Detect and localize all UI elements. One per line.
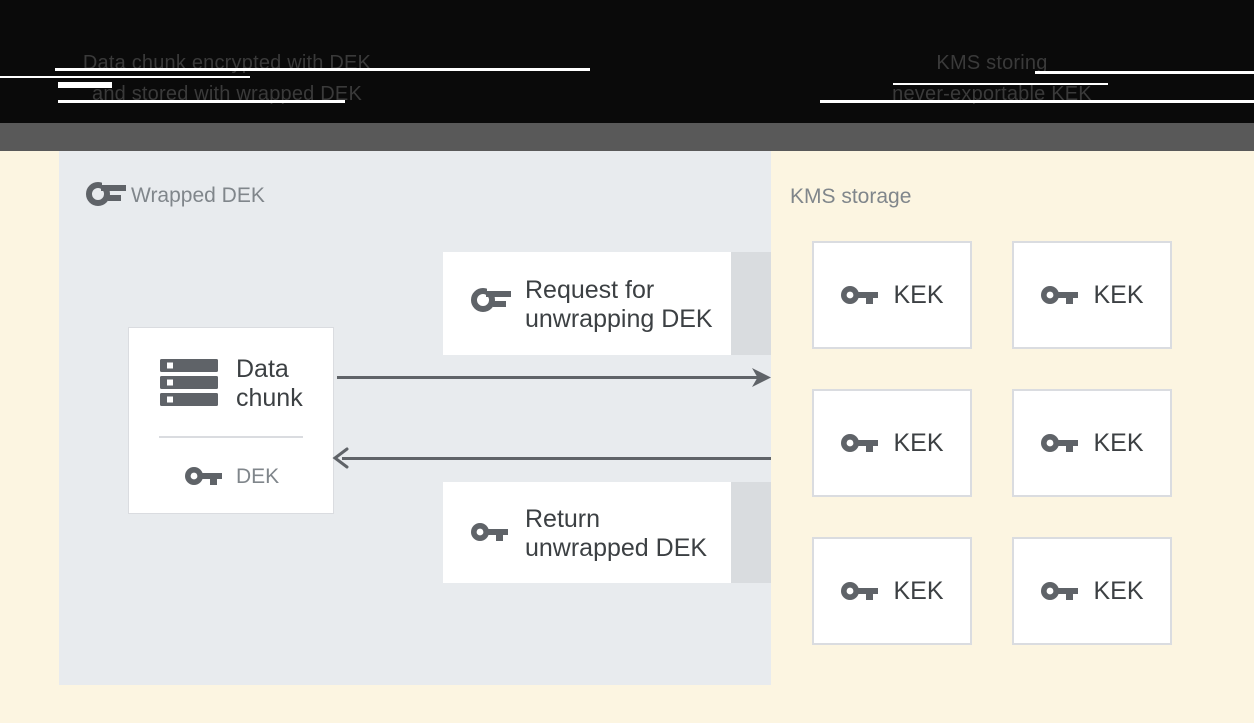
- header-left-line1: Data chunk encrypted with DEK: [82, 52, 372, 74]
- kek-label: KEK: [893, 280, 944, 309]
- arrow-right-head-icon: [752, 368, 771, 387]
- glitch-line: [1035, 71, 1254, 74]
- key-icon: [1041, 286, 1079, 304]
- wrapped-dek-title: Wrapped DEK: [131, 184, 265, 207]
- glitch-line: [58, 82, 112, 88]
- key-icon: [841, 286, 879, 304]
- kms-storage-title: KMS storage: [790, 185, 912, 208]
- storage-stack-icon: [160, 359, 218, 406]
- key-icon: [1041, 434, 1079, 452]
- request-arrow-line: [337, 376, 758, 379]
- glitch-line: [893, 83, 1108, 85]
- return-unwrap-box: Return unwrapped DEK: [443, 482, 731, 583]
- key-icon: [841, 434, 879, 452]
- kek-label: KEK: [1093, 280, 1144, 309]
- request-box-shadow-strip: [731, 252, 771, 355]
- return-arrow-line: [342, 457, 771, 460]
- request-box-label: Request for unwrapping DEK: [525, 276, 713, 334]
- header-right-label: KMS storing never-exportable KEK: [827, 48, 1157, 110]
- return-line2: unwrapped DEK: [525, 534, 708, 562]
- kek-box: KEK: [812, 389, 972, 497]
- key-icon: [471, 523, 508, 541]
- kek-label: KEK: [1093, 576, 1144, 605]
- data-chunk-box: Data chunk DEK: [128, 327, 334, 514]
- bottom-edge: [0, 723, 1254, 726]
- return-box-shadow-strip: [731, 482, 771, 583]
- key-icon: [841, 582, 879, 600]
- kek-label: KEK: [1093, 428, 1144, 457]
- arrow-left-head-icon: [332, 447, 349, 469]
- header-gray-band: [0, 123, 1254, 151]
- glitch-line: [0, 76, 250, 78]
- kek-box: KEK: [812, 537, 972, 645]
- return-line1: Return: [525, 505, 601, 533]
- request-line1: Request for: [525, 276, 655, 304]
- kek-box: KEK: [1012, 389, 1172, 497]
- glitch-line: [820, 100, 1254, 103]
- data-chunk-line2: chunk: [236, 384, 303, 412]
- glitch-line: [55, 68, 590, 71]
- header-right-line2: never-exportable KEK: [892, 83, 1092, 105]
- kek-box: KEK: [812, 241, 972, 349]
- data-chunk-label: Data chunk: [236, 355, 303, 413]
- kek-label: KEK: [893, 576, 944, 605]
- kek-box: KEK: [1012, 241, 1172, 349]
- wrapped-key-icon: [86, 180, 126, 206]
- header-right-line1: KMS storing: [936, 52, 1048, 74]
- wrapped-key-icon: [471, 286, 511, 312]
- request-unwrap-box: Request for unwrapping DEK: [443, 252, 731, 355]
- dek-label: DEK: [236, 465, 280, 488]
- return-box-label: Return unwrapped DEK: [525, 505, 707, 563]
- kek-label: KEK: [893, 428, 944, 457]
- kek-box: KEK: [1012, 537, 1172, 645]
- key-icon: [1041, 582, 1079, 600]
- request-line2: unwrapping DEK: [525, 305, 713, 333]
- data-chunk-line1: Data: [236, 355, 289, 383]
- header-left-line2: and stored with wrapped DEK: [92, 83, 362, 105]
- dek-key-icon: [185, 467, 222, 485]
- box-divider: [159, 436, 303, 438]
- glitch-line: [58, 100, 345, 103]
